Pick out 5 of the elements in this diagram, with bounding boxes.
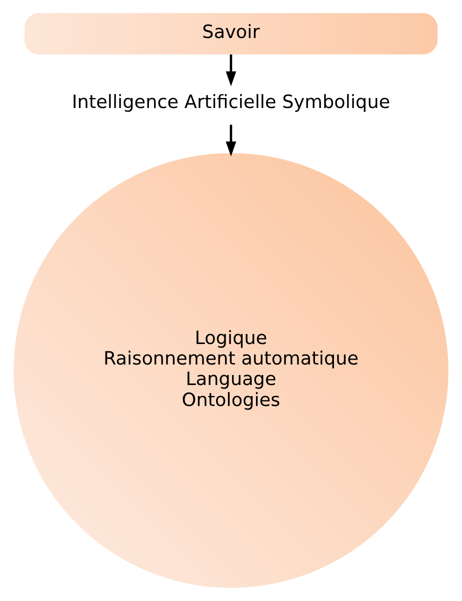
- node-box: Savoir: [24, 13, 438, 54]
- arrow: [226, 124, 236, 156]
- node-text: Intelligence Artificielle Symbolique: [72, 92, 390, 114]
- node-circle: Logique Raisonnement automatique Language Ontologies: [14, 153, 448, 588]
- arrow: [226, 54, 236, 86]
